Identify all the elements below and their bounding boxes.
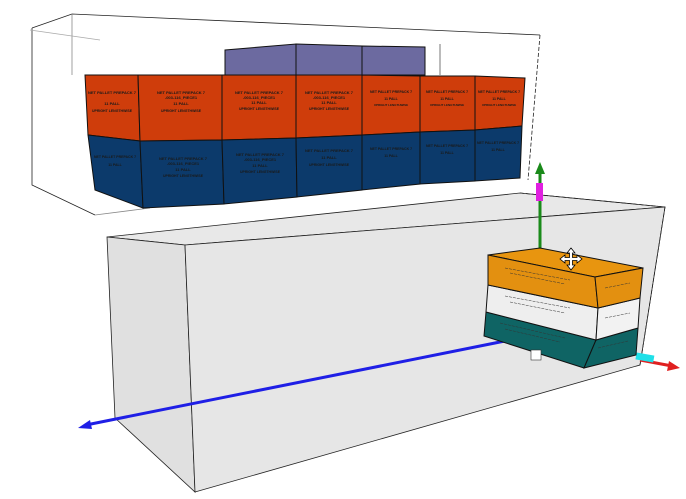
move-cursor-icon (559, 247, 583, 271)
svg-text:-003-116_PIECE1: -003-116_PIECE1 (313, 95, 346, 100)
svg-text:11 PALL: 11 PALL (491, 148, 505, 152)
svg-text:NET PALLET PREPACK 7: NET PALLET PREPACK 7 (478, 90, 520, 94)
svg-text:NET PALLET PREPACK 7: NET PALLET PREPACK 7 (370, 147, 412, 151)
svg-text:NET PALLET PREPACK 7: NET PALLET PREPACK 7 (88, 90, 137, 95)
svg-text:-003-116_PIECE1: -003-116_PIECE1 (243, 95, 276, 100)
pallet-labels-orange: NET PALLET PREPACK 7 11 PALL UPRIGHT LEN… (88, 90, 520, 113)
svg-text:-003-116_PIECE1: -003-116_PIECE1 (167, 161, 200, 166)
upper-container-wireframe (29, 13, 541, 216)
svg-text:11 PALL: 11 PALL (384, 97, 398, 101)
svg-text:NET PALLET PREPACK 7: NET PALLET PREPACK 7 (157, 90, 206, 95)
svg-text:NET PALLET PREPACK 7: NET PALLET PREPACK 7 (94, 155, 136, 159)
y-axis-handle[interactable] (536, 183, 543, 201)
svg-text:11 PALL: 11 PALL (492, 97, 506, 101)
x-axis-blue[interactable] (85, 333, 536, 427)
z-axis-handle[interactable] (635, 352, 655, 363)
svg-text:NET PALLET PREPACK 7: NET PALLET PREPACK 7 (305, 148, 354, 153)
svg-text:UPRIGHT LENGTHWISE: UPRIGHT LENGTHWISE (309, 163, 350, 167)
svg-text:NET PALLET PREPACK 7: NET PALLET PREPACK 7 (370, 90, 412, 94)
svg-text:UPRIGHT LENGTHWISE: UPRIGHT LENGTHWISE (309, 107, 350, 111)
svg-text:11 PALL: 11 PALL (251, 100, 267, 105)
svg-text:11 PALL: 11 PALL (440, 151, 454, 155)
pallet-labels-blue: NET PALLET PREPACK 7 11 PALL NET PALLET … (94, 141, 519, 178)
svg-text:11 PALL: 11 PALL (175, 167, 191, 172)
svg-text:UPRIGHT LENGTHWISE: UPRIGHT LENGTHWISE (92, 109, 133, 113)
svg-text:11 PALL: 11 PALL (173, 101, 189, 106)
svg-text:UPRIGHT LENGTHWISE: UPRIGHT LENGTHWISE (161, 109, 202, 113)
svg-text:11 PALL: 11 PALL (108, 163, 122, 167)
svg-text:NET PALLET PREPACK 7: NET PALLET PREPACK 7 (426, 90, 468, 94)
svg-text:NET PALLET PREPACK 7: NET PALLET PREPACK 7 (426, 144, 468, 148)
z-axis-arrow (667, 361, 680, 371)
svg-text:UPRIGHT LENGTHWISE: UPRIGHT LENGTHWISE (374, 103, 408, 107)
svg-text:UPRIGHT LENGTHWISE: UPRIGHT LENGTHWISE (482, 103, 516, 107)
svg-text:NET PALLET PREPACK 7: NET PALLET PREPACK 7 (305, 90, 354, 95)
svg-text:11 PALL: 11 PALL (252, 163, 268, 168)
svg-text:UPRIGHT LENGTHWISE: UPRIGHT LENGTHWISE (240, 170, 281, 174)
pivot-marker (530, 349, 542, 361)
selected-pallet-stack[interactable] (483, 247, 644, 369)
upper-layer-top (224, 43, 426, 76)
upper-layer-middle (84, 74, 526, 142)
svg-text:UPRIGHT LENGTHWISE: UPRIGHT LENGTHWISE (430, 103, 464, 107)
svg-text:NET PALLET PREPACK 7: NET PALLET PREPACK 7 (159, 156, 208, 161)
x-axis-arrow (78, 420, 92, 429)
svg-text:11 PALL: 11 PALL (321, 155, 337, 160)
svg-text:11 PALL: 11 PALL (440, 97, 454, 101)
svg-text:NET PALLET PREPACK 7: NET PALLET PREPACK 7 (236, 152, 285, 157)
svg-text:11 PALL: 11 PALL (384, 154, 398, 158)
svg-text:11 PALL: 11 PALL (321, 100, 337, 105)
axis-gizmo[interactable] (78, 162, 680, 429)
svg-text:NET PALLET PREPACK 7: NET PALLET PREPACK 7 (235, 90, 284, 95)
upper-layer-bottom (87, 125, 523, 209)
orange-box-side (594, 267, 644, 309)
y-axis-arrow (535, 162, 545, 174)
svg-text:-003-116_PIECE1: -003-116_PIECE1 (244, 157, 277, 162)
svg-text:UPRIGHT LENGTHWISE: UPRIGHT LENGTHWISE (239, 107, 280, 111)
svg-text:11 PALL: 11 PALL (104, 101, 120, 106)
svg-text:-003-116_PIECE1: -003-116_PIECE1 (165, 95, 198, 100)
svg-text:NET PALLET PREPACK 7: NET PALLET PREPACK 7 (477, 141, 519, 145)
svg-text:UPRIGHT LENGTHWISE: UPRIGHT LENGTHWISE (163, 174, 204, 178)
